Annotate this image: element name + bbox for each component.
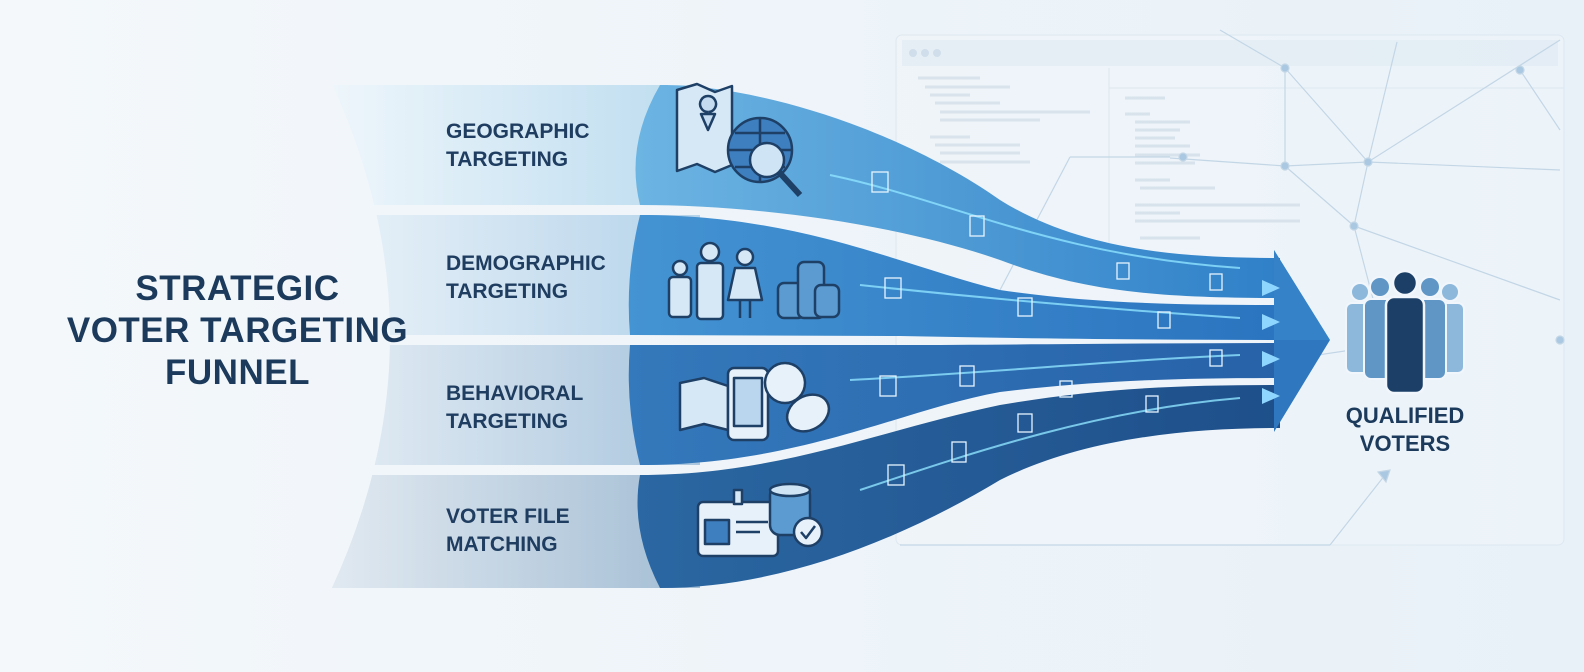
checkmark-icon [792, 516, 824, 548]
stage-label-voter-file: VOTER FILE MATCHING [446, 503, 570, 559]
window-dot-icon [909, 49, 917, 57]
qualified-voters-label: QUALIFIED VOTERS [1330, 402, 1480, 458]
result-label-line: QUALIFIED [1345, 403, 1465, 428]
book-icon [678, 376, 730, 432]
stage-label-demographic: DEMOGRAPHIC TARGETING [446, 250, 606, 306]
smartphone-icon [726, 366, 770, 442]
arrow-up-icon [1376, 469, 1391, 484]
stage-label-line: GEOGRAPHIC [446, 120, 590, 143]
stage-label-line: MATCHING [446, 533, 558, 556]
stage-label-line: TARGETING [446, 148, 569, 171]
code-lines [918, 76, 1300, 240]
document-icons [871, 171, 1223, 486]
map-pin-icon [675, 82, 734, 174]
stage-label-line: TARGETING [446, 410, 569, 433]
stage-label-line: VOTER FILE [446, 505, 570, 528]
window-dot-icon [933, 49, 941, 57]
window-dot-icon [921, 49, 929, 57]
voter-group-icon [1345, 269, 1465, 395]
magnifier-icon [748, 141, 803, 198]
result-label-line: VOTERS [1359, 431, 1451, 456]
football-icon [785, 393, 831, 433]
stage-label-line: BEHAVIORAL [446, 382, 584, 405]
stage-label-line: DEMOGRAPHIC [446, 252, 606, 275]
stage-label-behavioral: BEHAVIORAL TARGETING [446, 380, 583, 436]
data-streaks [829, 174, 1241, 491]
family-icon [667, 241, 764, 321]
title-line: STRATEGIC [135, 269, 340, 308]
streak-arrowheads [1262, 280, 1280, 404]
soccer-ball-icon [763, 361, 807, 405]
coin-stack-icon [776, 260, 841, 320]
id-badge-icon [696, 488, 780, 558]
title-line: FUNNEL [165, 353, 310, 392]
title-line: VOTER TARGETING [66, 311, 409, 350]
stage-label-line: TARGETING [446, 280, 569, 303]
page-title: STRATEGIC VOTER TARGETING FUNNEL [60, 268, 415, 394]
flow-geographic [635, 85, 1280, 298]
stage-label-geographic: GEOGRAPHIC TARGETING [446, 118, 590, 174]
